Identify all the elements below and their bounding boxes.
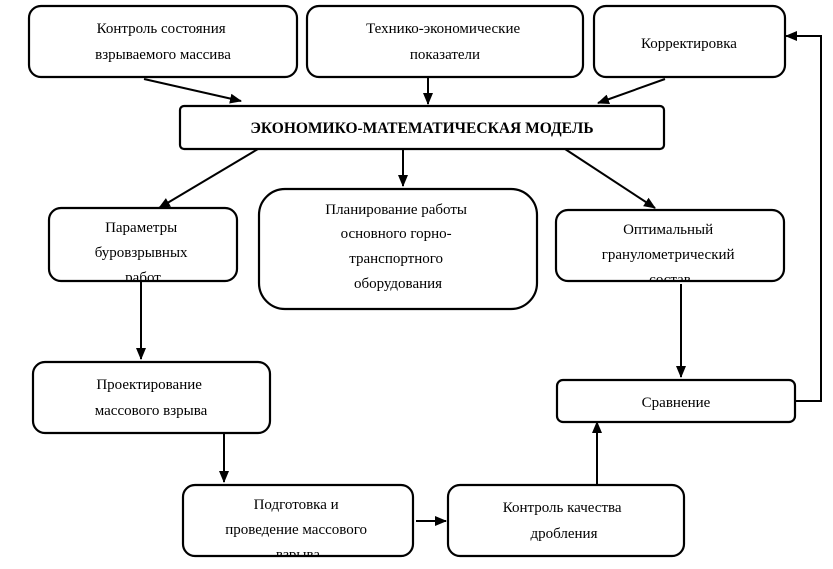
arrow-model-to-params (158, 148, 259, 209)
node-tech-econ-label: Технико-экономические показатели (366, 21, 524, 63)
node-quality: Контроль качества дробления (446, 483, 686, 558)
arrow-correction-to-model (597, 78, 666, 104)
connectors (136, 31, 822, 526)
node-compare-label: Сравнение (642, 395, 711, 411)
node-model: ЭКОНОМИКО-МАТЕМАТИЧЕСКАЯ МОДЕЛЬ (178, 104, 666, 151)
node-correction-label: Корректировка (641, 36, 737, 52)
node-params-label: Параметры буровзрывных работ (95, 220, 192, 286)
node-planning-label: Планирование работы основного горно- тра… (325, 202, 471, 292)
node-params: Параметры буровзрывных работ (47, 206, 239, 286)
node-control-state: Контроль состояния взрываемого массива (27, 4, 299, 79)
node-design: Проектирование массового взрыва (31, 360, 272, 435)
arrow-control-state-to-model (143, 78, 242, 104)
node-optimal: Оптимальный гранулометрический состав (554, 208, 786, 288)
arrow-model-to-optimal (564, 148, 656, 209)
node-tech-econ: Технико-экономические показатели (305, 4, 585, 79)
node-planning: Планирование работы основного горно- тра… (257, 187, 539, 311)
node-prepare: Подготовка и проведение массового взрыва (181, 483, 415, 563)
node-control-state-label: Контроль состояния взрываемого массива (95, 21, 231, 63)
node-design-label: Проектирование массового взрыва (95, 377, 208, 419)
node-correction: Корректировка (592, 4, 787, 79)
node-optimal-label: Оптимальный гранулометрический состав (602, 222, 739, 288)
node-quality-label: Контроль качества дробления (503, 500, 626, 542)
arrow-compare-to-correction (785, 31, 822, 402)
node-prepare-label: Подготовка и проведение массового взрыва (225, 497, 371, 563)
node-compare: Сравнение (555, 378, 797, 424)
node-model-label: ЭКОНОМИКО-МАТЕМАТИЧЕСКАЯ МОДЕЛЬ (250, 120, 593, 137)
